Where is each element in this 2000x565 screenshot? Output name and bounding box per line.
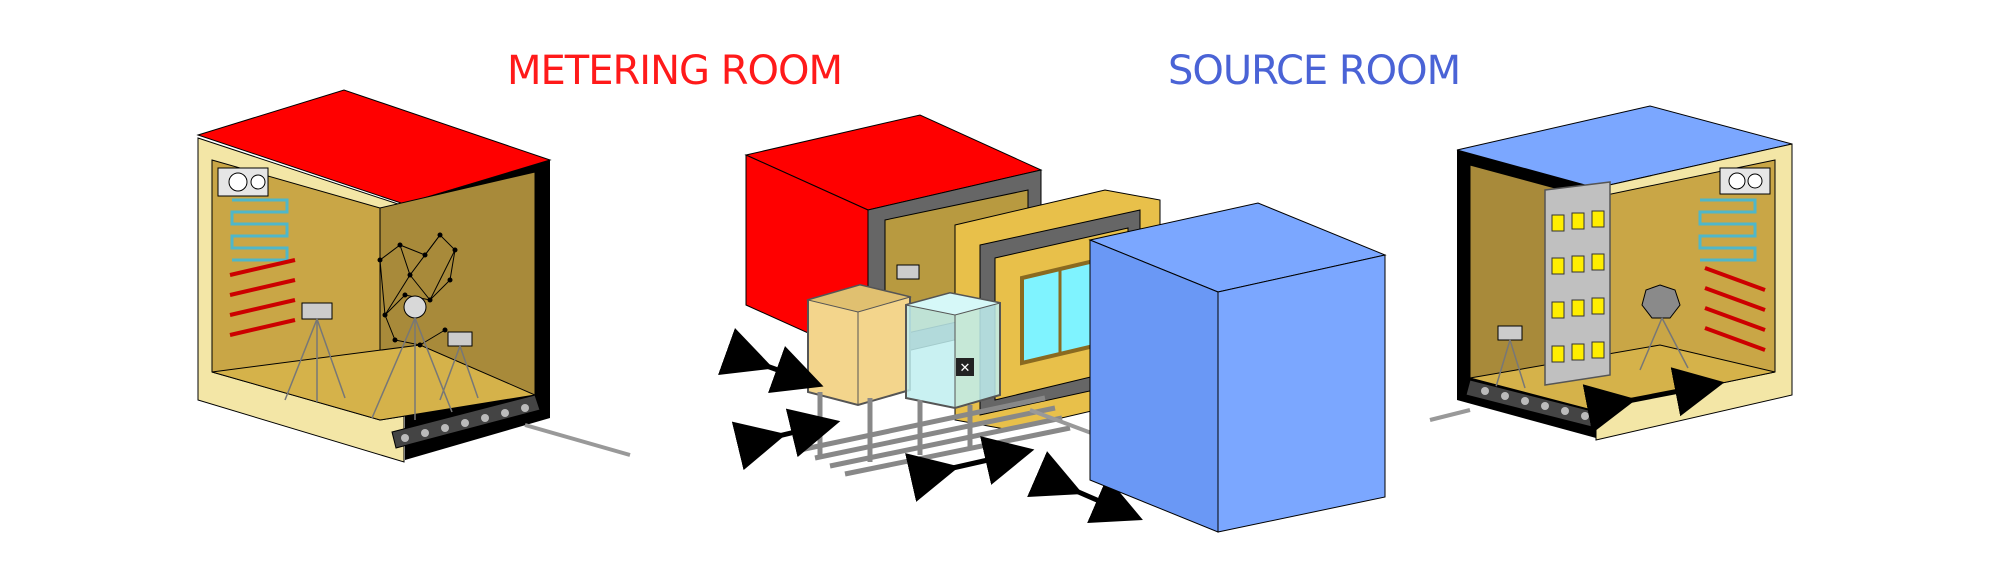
source-room-title: SOURCE ROOM — [1168, 48, 1461, 94]
svg-text:✕: ✕ — [960, 361, 971, 376]
metering-room-title: METERING ROOM — [507, 48, 843, 94]
metering-room-cutaway — [196, 89, 631, 463]
source-room-cutaway — [1429, 105, 1793, 441]
exploded-assembly: ✕ — [718, 114, 1387, 533]
